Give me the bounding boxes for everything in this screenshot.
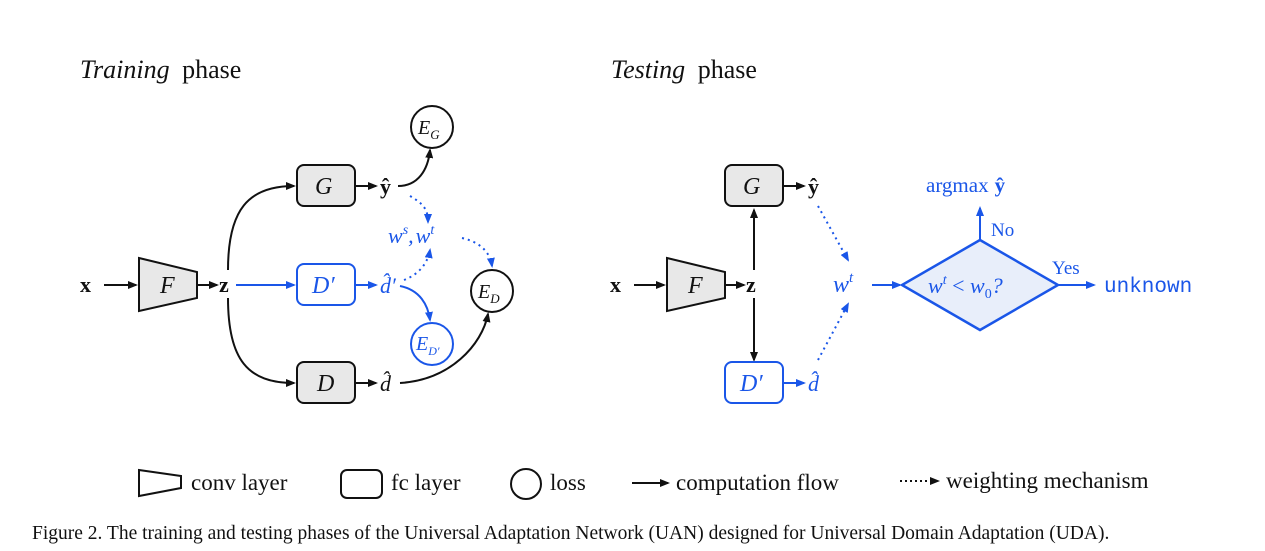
training-eg-e: E — [417, 117, 430, 139]
testing-title-italic: Testing — [611, 55, 685, 84]
training-arrow-z-g — [227, 182, 296, 271]
testing-decision-w0: w — [970, 273, 985, 298]
testing-decision-q: ? — [992, 273, 1003, 298]
training-wt-sup: t — [430, 223, 435, 238]
training-title-italic: Training — [80, 55, 170, 84]
training-ed-e: E — [477, 281, 490, 303]
training-g-label: G — [315, 174, 332, 200]
legend-fc-label: fc layer — [391, 470, 461, 495]
legend-conv-label: conv layer — [191, 470, 288, 495]
testing-decision-w: w — [928, 273, 943, 298]
testing-decision-text: wt < w0? — [928, 273, 1003, 302]
figure-caption: Figure 2. The training and testing phase… — [32, 523, 1109, 544]
training-ws: w — [388, 223, 403, 248]
training-d-label: D — [316, 371, 334, 397]
training-dotted-dprime-weights — [403, 248, 433, 281]
testing-decision-diamond — [899, 238, 1061, 332]
testing-unknown: unknown — [1104, 276, 1192, 299]
training-eg-sub: G — [430, 127, 440, 142]
testing-d-hat: d̂ — [808, 371, 820, 396]
testing-f-label: F — [687, 273, 703, 299]
testing-dotted-y-wt — [817, 205, 849, 262]
training-title: Training phase — [80, 55, 241, 84]
training-eg-text: EG — [417, 117, 440, 142]
training-loss-eg — [410, 105, 454, 149]
training-arrow-y-eg — [397, 148, 434, 187]
training-z: z — [219, 272, 229, 297]
training-conv-f — [138, 256, 198, 313]
testing-dotted-dhat-wt — [817, 302, 849, 361]
testing-title-rest: phase — [698, 55, 757, 84]
training-f-label: F — [159, 273, 175, 299]
training-wt: w — [416, 223, 431, 248]
training-phase: Training phase x F z G ŷ D′ d̂′ D d̂ — [80, 55, 514, 404]
training-ed-sub: D — [489, 291, 500, 306]
training-arrow-z-d — [227, 297, 296, 387]
training-dprime-hat: d̂′ — [380, 273, 397, 298]
training-arrow-dhat-ed — [399, 312, 491, 384]
training-weights-sep: , — [408, 223, 414, 248]
testing-g-label: G — [743, 174, 760, 200]
training-edprime-e: E — [415, 333, 428, 355]
legend: conv layer fc layer loss computation flo… — [138, 468, 1149, 500]
training-ws-sup: s — [403, 223, 409, 238]
testing-yes-label: Yes — [1052, 258, 1080, 279]
training-edprime-sub: D′ — [427, 344, 440, 358]
testing-wt-sup: t — [849, 270, 854, 286]
training-ed-text: ED — [477, 281, 500, 306]
testing-no-label: No — [991, 220, 1014, 241]
testing-dprime-label: D′ — [739, 371, 763, 397]
training-dotted-weights-ed — [461, 237, 495, 268]
training-loss-edprime — [410, 322, 454, 366]
testing-decision-w-sup: t — [943, 273, 948, 288]
testing-decision-lt: < — [947, 273, 970, 298]
training-input-x: x — [80, 272, 91, 297]
training-title-rest: phase — [182, 55, 241, 84]
legend-loss-icon — [510, 468, 542, 500]
training-arrow-dprime-edprime — [399, 285, 433, 322]
testing-conv-f — [666, 256, 726, 313]
training-dprime-label: D′ — [311, 273, 335, 299]
training-weights: ws,wt — [388, 223, 435, 248]
testing-input-x: x — [610, 272, 621, 297]
testing-wt: wt — [833, 270, 854, 298]
legend-flow-label: computation flow — [676, 470, 839, 495]
testing-phase: Testing phase x F z G ŷ D′ d̂ wt wt < w0… — [610, 55, 1192, 404]
legend-fc-icon — [340, 469, 383, 499]
testing-y-hat: ŷ — [808, 174, 819, 199]
testing-argmax-y: ŷ — [995, 173, 1006, 197]
testing-z: z — [746, 272, 756, 297]
testing-wt-w: w — [833, 272, 849, 298]
training-y-hat: ŷ — [380, 174, 391, 199]
testing-title: Testing phase — [611, 55, 757, 84]
training-d-hat: d̂ — [380, 371, 392, 396]
training-loss-ed — [470, 269, 514, 313]
training-dotted-y-weights — [409, 195, 432, 224]
legend-weighting-label: weighting mechanism — [946, 468, 1149, 493]
testing-argmax-word: argmax — [926, 173, 989, 197]
legend-loss-label: loss — [550, 470, 586, 495]
testing-decision-w0-sub: 0 — [985, 287, 992, 302]
legend-conv-icon — [138, 468, 182, 498]
training-edprime-text: ED′ — [415, 333, 440, 358]
